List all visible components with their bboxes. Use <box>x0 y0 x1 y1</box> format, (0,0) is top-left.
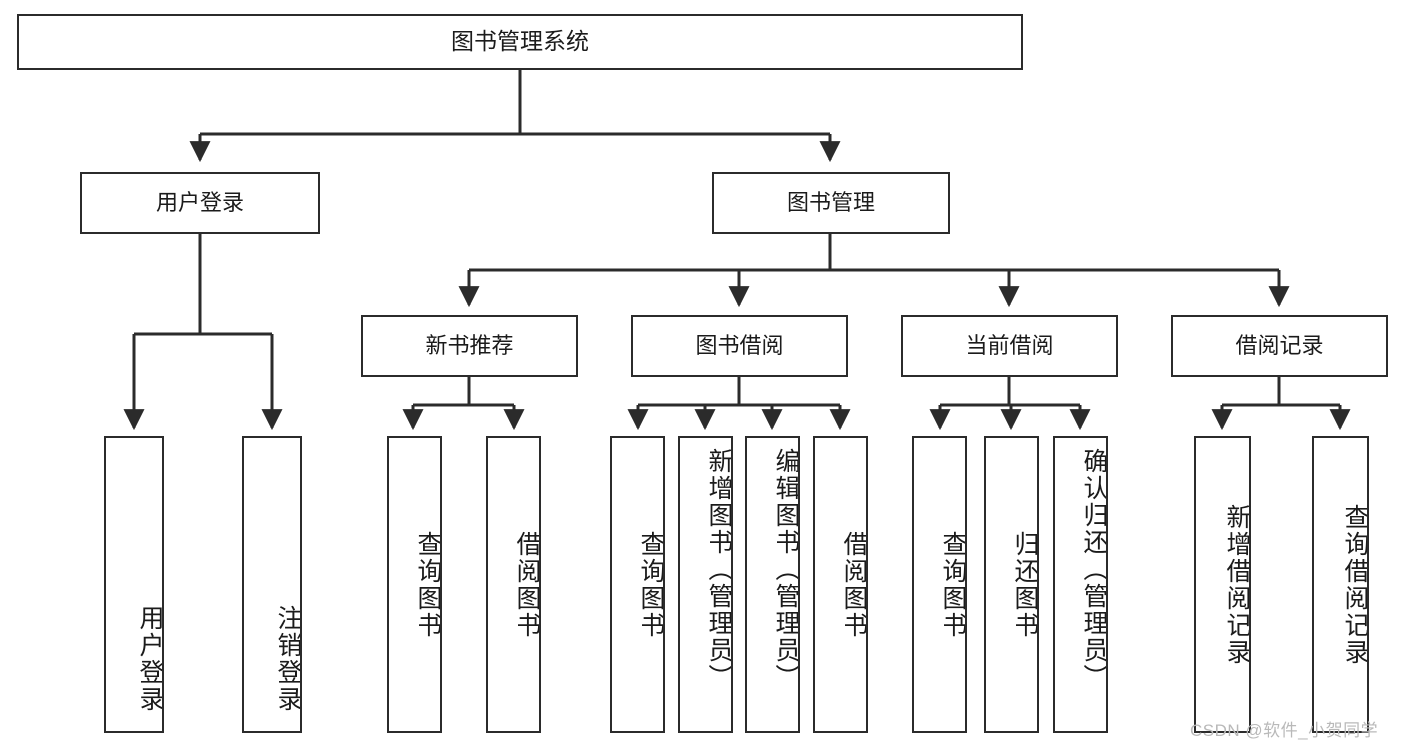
node-label: 借阅记录 <box>1235 333 1324 359</box>
node-book-management[interactable]: 图书管理 <box>712 172 950 234</box>
leaf-query-book-borrow[interactable]: 查询图书 <box>610 436 665 733</box>
leaf-label: 新增图书（管理员） <box>705 448 733 691</box>
node-label: 图书管理 <box>786 190 875 216</box>
node-label: 图书借阅 <box>695 333 784 359</box>
leaf-borrow-book-recommend[interactable]: 借阅图书 <box>486 436 541 733</box>
leaf-label: 借阅图书 <box>840 530 868 639</box>
csdn-watermark: CSDN @软件_小贺同学 <box>1190 721 1379 740</box>
leaf-query-borrow-record[interactable]: 查询借阅记录 <box>1312 436 1369 733</box>
node-user-login[interactable]: 用户登录 <box>80 172 320 234</box>
leaf-label: 用户登录 <box>136 605 164 713</box>
leaf-label: 确认归还（管理员） <box>1080 448 1108 691</box>
node-book-borrow[interactable]: 图书借阅 <box>631 315 848 377</box>
leaf-label: 归还图书 <box>1011 530 1039 639</box>
leaf-label: 编辑图书（管理员） <box>772 448 800 691</box>
leaf-label: 查询图书 <box>414 530 442 639</box>
node-current-borrow[interactable]: 当前借阅 <box>901 315 1118 377</box>
leaf-query-book-recommend[interactable]: 查询图书 <box>387 436 442 733</box>
leaf-add-book-admin[interactable]: 新增图书（管理员） <box>678 436 733 733</box>
leaf-return-book[interactable]: 归还图书 <box>984 436 1039 733</box>
node-label: 新书推荐 <box>425 333 514 359</box>
leaf-label: 新增借阅记录 <box>1223 503 1251 666</box>
node-root[interactable]: 图书管理系统 <box>17 14 1023 70</box>
leaf-borrow-book[interactable]: 借阅图书 <box>813 436 868 733</box>
leaf-query-book-current[interactable]: 查询图书 <box>912 436 967 733</box>
leaf-label: 借阅图书 <box>513 530 541 639</box>
node-borrow-record[interactable]: 借阅记录 <box>1171 315 1388 377</box>
leaf-confirm-return-admin[interactable]: 确认归还（管理员） <box>1053 436 1108 733</box>
leaf-edit-book-admin[interactable]: 编辑图书（管理员） <box>745 436 800 733</box>
leaf-user-logout[interactable]: 注销登录 <box>242 436 302 733</box>
leaf-label: 注销登录 <box>274 605 302 713</box>
node-label: 用户登录 <box>155 190 244 216</box>
leaf-label: 查询图书 <box>637 530 665 639</box>
node-new-book-recommend[interactable]: 新书推荐 <box>361 315 578 377</box>
leaf-user-login[interactable]: 用户登录 <box>104 436 164 733</box>
leaf-label: 查询图书 <box>939 530 967 639</box>
node-label: 当前借阅 <box>965 333 1054 359</box>
node-root-label: 图书管理系统 <box>451 28 589 55</box>
leaf-label: 查询借阅记录 <box>1341 503 1369 666</box>
leaf-add-borrow-record[interactable]: 新增借阅记录 <box>1194 436 1251 733</box>
